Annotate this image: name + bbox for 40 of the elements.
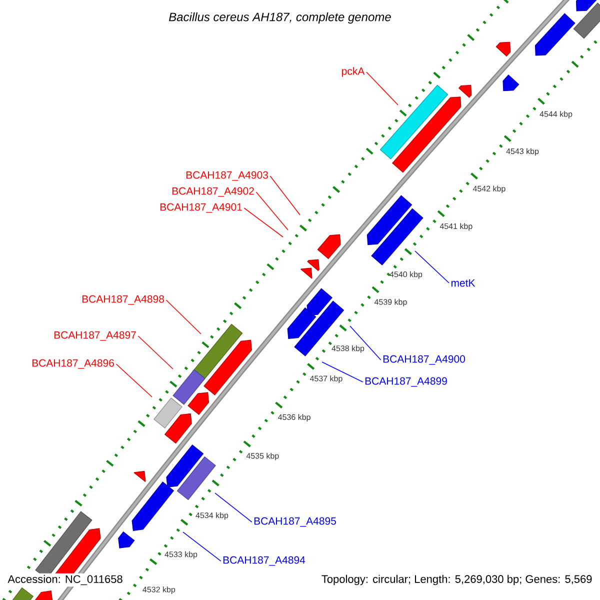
gene-label: BCAH187_A4903: [186, 171, 268, 181]
leader-line: [366, 72, 398, 106]
gene-label: BCAH187_A4895: [254, 517, 336, 527]
leader-line: [166, 300, 202, 334]
tick-label: 4536 kbp: [278, 414, 310, 422]
tick-label: 4535 kbp: [246, 452, 279, 460]
leader-line: [256, 192, 288, 230]
gene-label: BCAH187_A4896: [32, 359, 114, 369]
tick-label: 4543 kbp: [506, 148, 539, 156]
gene-label: BCAH187_A4900: [383, 355, 466, 365]
leader-line: [138, 336, 174, 370]
leader-line: [182, 532, 222, 562]
gene-label: BCAH187_A4897: [54, 331, 136, 341]
tick-label: 4540 kbp: [390, 271, 422, 279]
leader-line: [350, 326, 382, 360]
tick-label: 4544 kbp: [540, 111, 572, 118]
leader-line: [322, 362, 364, 382]
gene-label: BCAH187_A4901: [160, 203, 242, 213]
gene-label: BCAH187_A4894: [223, 556, 306, 566]
tick-label: 4539 kbp: [374, 298, 407, 306]
gene-label: BCAH187_A4902: [172, 187, 254, 197]
leader-line: [214, 492, 252, 522]
gene-label: BCAH187_A4898: [82, 295, 164, 305]
gene-label: metK: [451, 279, 476, 287]
tick-label: 4534 kbp: [196, 512, 228, 520]
leader-line: [270, 176, 300, 216]
tick-label: 4532 kbp: [142, 586, 176, 594]
tick-label: 4538 kbp: [332, 345, 364, 353]
gene-label: BCAH187_A4899: [365, 377, 447, 387]
tick-label: 4542 kbp: [472, 186, 506, 194]
leader-line: [244, 208, 284, 238]
tick-label: 4537 kbp: [310, 376, 342, 383]
genome-stats-text: Topology: circular; Length: 5,269,030 bp; Genes: 5,569: [320, 573, 594, 587]
title: Bacillus cereus AH187, complete genome: [168, 12, 391, 24]
tick-label: 4541 kbp: [440, 223, 472, 231]
accession-text: Accession: NC_011658: [6, 573, 124, 587]
tick-label: 4533 kbp: [164, 551, 198, 559]
leader-line: [414, 250, 450, 284]
gene-label: pckA: [342, 67, 365, 77]
leader-line: [116, 364, 152, 398]
